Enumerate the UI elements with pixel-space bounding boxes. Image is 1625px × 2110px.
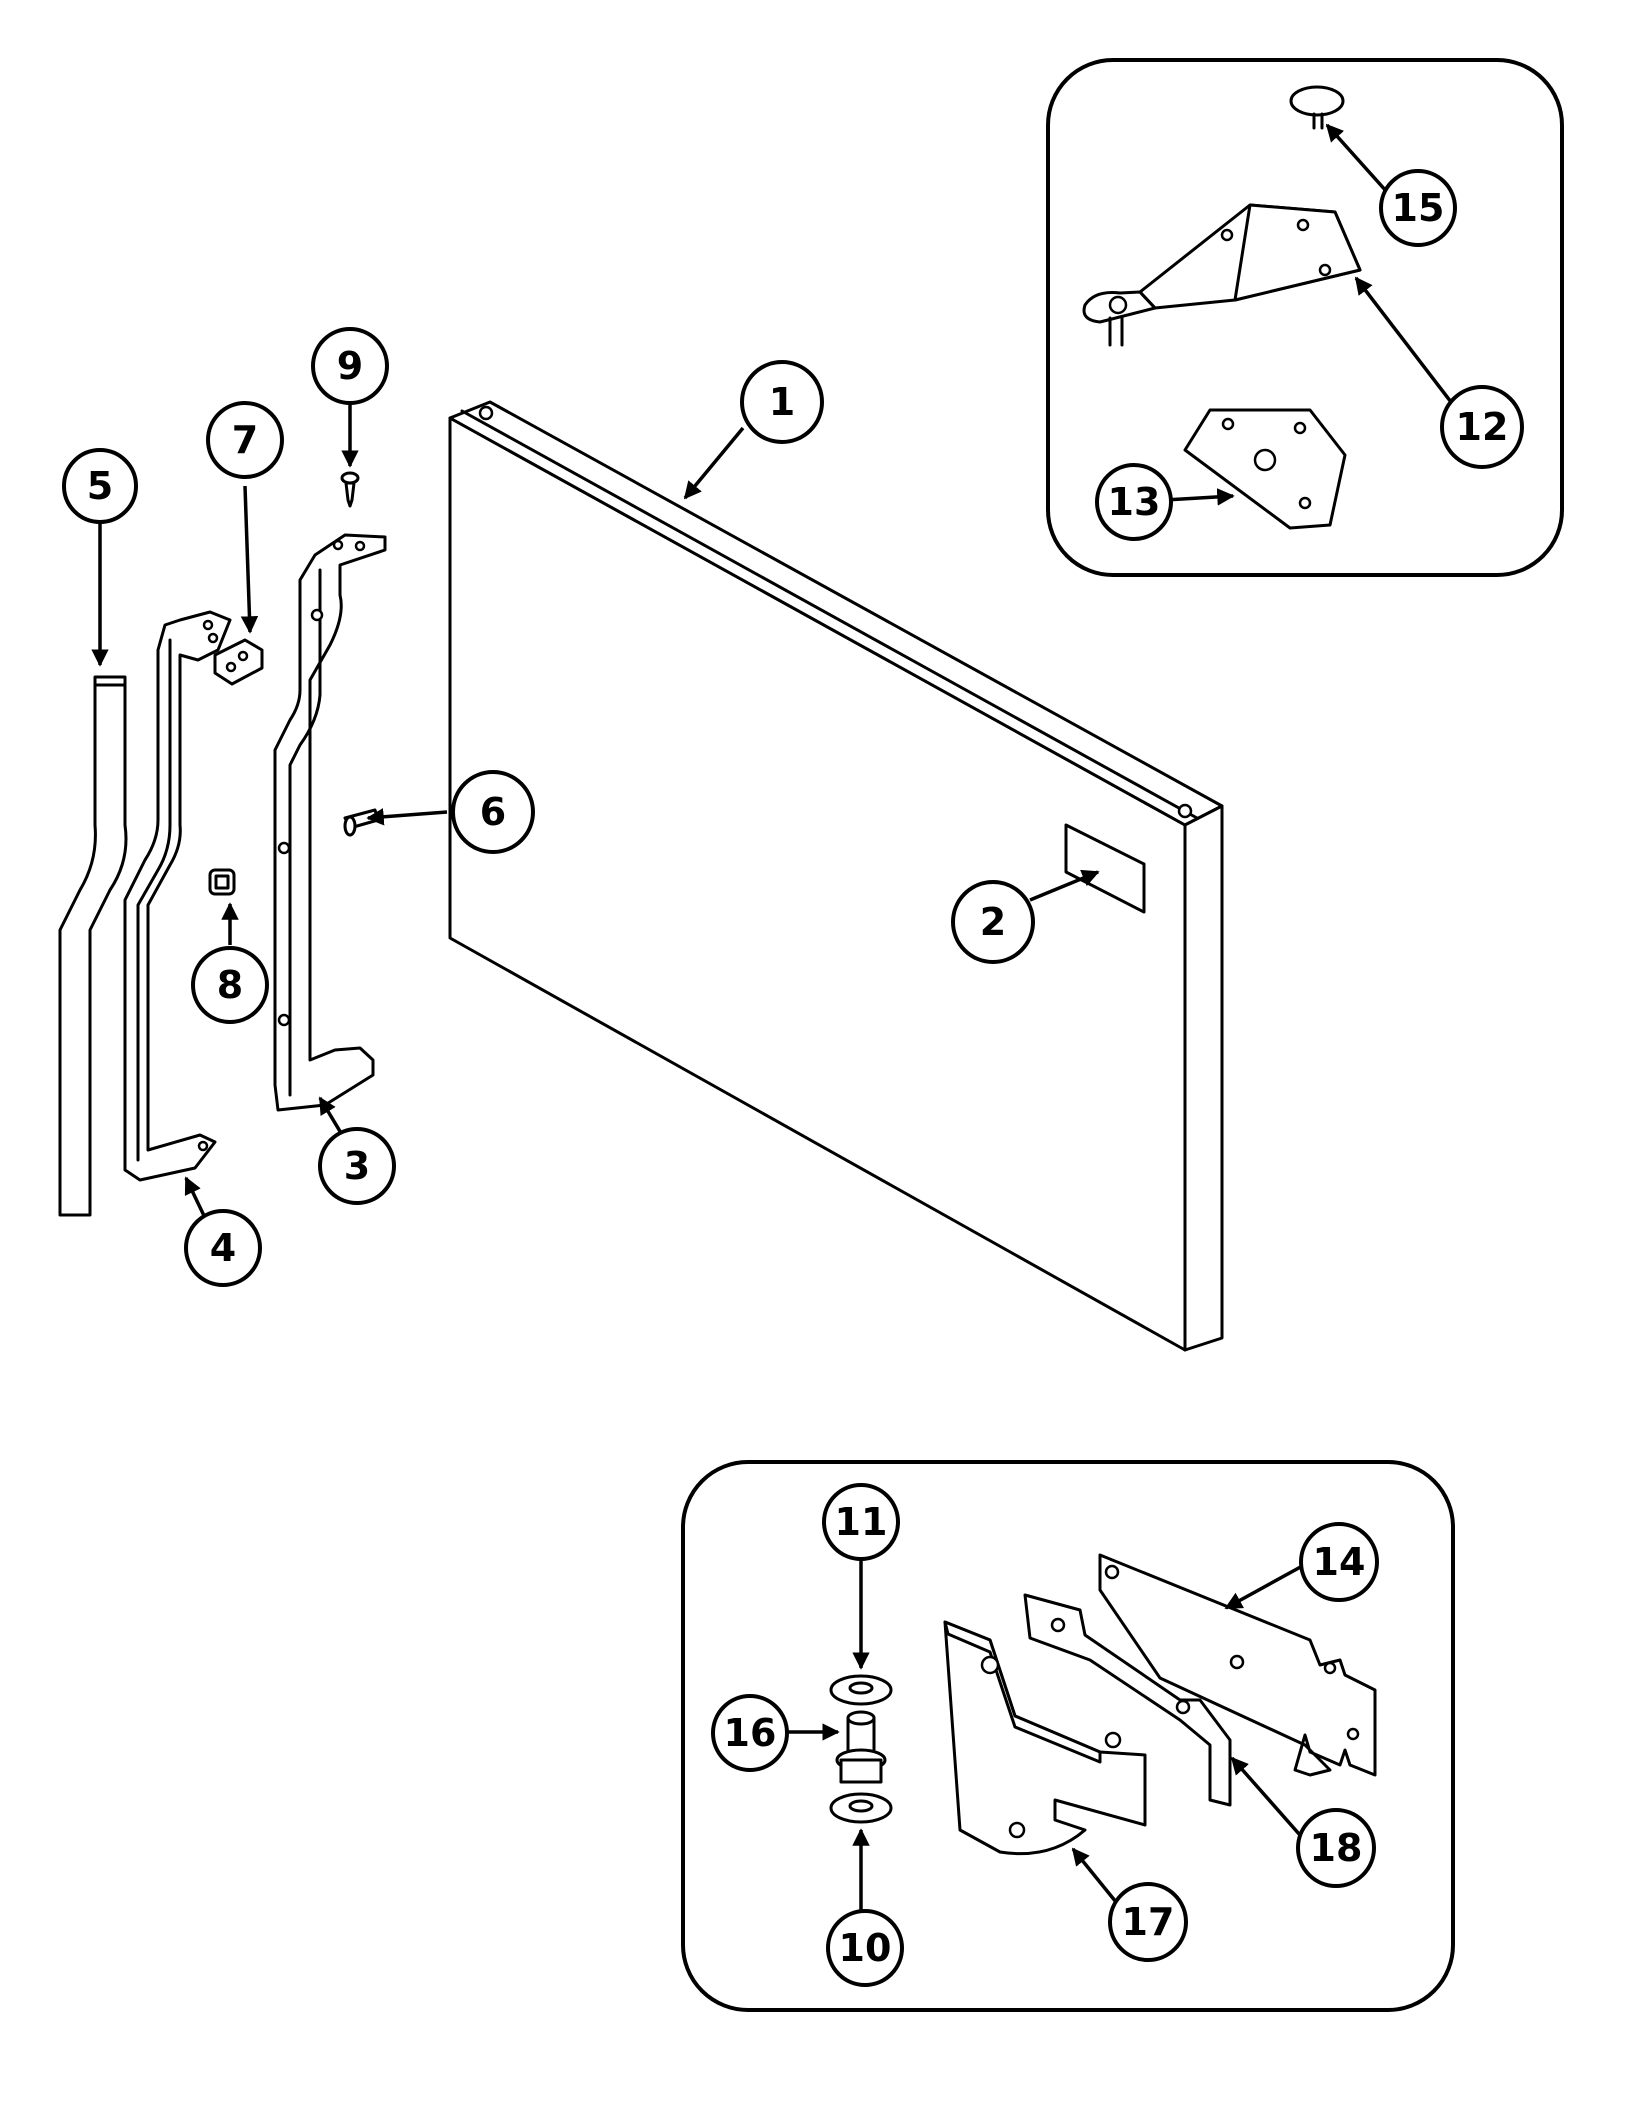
screw-9 [340, 471, 360, 508]
svg-text:7: 7 [232, 418, 258, 462]
lower-hinge-inset [681, 1460, 1455, 2012]
svg-text:9: 9 [337, 344, 363, 388]
svg-text:1: 1 [769, 380, 795, 424]
callout-12: 12 [1440, 385, 1524, 469]
callout-7: 7 [206, 401, 284, 479]
svg-text:2: 2 [980, 900, 1006, 944]
callout-8: 8 [191, 946, 269, 1024]
callout-13: 13 [1095, 463, 1173, 541]
leader-17 [1071, 1847, 1118, 1904]
callout-14: 14 [1299, 1522, 1379, 1602]
callout-3: 3 [318, 1127, 396, 1205]
callout-15: 15 [1379, 169, 1457, 247]
hinge-shim-7 [213, 638, 264, 686]
svg-text:12: 12 [1456, 405, 1509, 449]
door-panel [448, 400, 1224, 1352]
leader-13 [1164, 488, 1235, 506]
door-stop-8 [208, 868, 236, 896]
callout-16: 16 [711, 1694, 789, 1772]
screw-6 [343, 808, 380, 837]
svg-text:18: 18 [1310, 1826, 1363, 1870]
svg-text:15: 15 [1392, 186, 1445, 230]
leader-6 [366, 808, 448, 826]
svg-text:5: 5 [87, 464, 113, 508]
svg-text:11: 11 [835, 1500, 888, 1544]
callout-2: 2 [951, 880, 1035, 964]
svg-text:8: 8 [217, 963, 243, 1007]
callout-6: 6 [451, 770, 535, 854]
svg-text:14: 14 [1313, 1540, 1366, 1584]
leader-lines [91, 123, 1453, 1915]
label-plate [1064, 823, 1146, 914]
callout-5: 5 [62, 448, 138, 524]
hinge-bracket-3 [273, 533, 387, 1112]
svg-text:6: 6 [480, 790, 506, 834]
callout-11: 11 [822, 1483, 900, 1561]
leader-7 [240, 485, 259, 634]
svg-text:16: 16 [724, 1711, 777, 1755]
callout-9: 9 [311, 327, 389, 405]
leader-12 [1354, 276, 1453, 404]
callout-4: 4 [184, 1209, 262, 1287]
svg-text:13: 13 [1108, 480, 1161, 524]
callout-1: 1 [740, 360, 824, 444]
trim-strip [58, 675, 128, 1217]
callout-10: 10 [826, 1909, 904, 1987]
leader-15 [1325, 123, 1389, 194]
svg-text:10: 10 [839, 1926, 892, 1970]
leader-14 [1224, 1562, 1307, 1610]
callout-18: 18 [1296, 1808, 1376, 1888]
callout-17: 17 [1108, 1882, 1188, 1962]
leader-2 [1029, 869, 1100, 902]
svg-text:17: 17 [1122, 1900, 1175, 1944]
hinge-bracket-4 [123, 610, 232, 1182]
svg-text:3: 3 [344, 1144, 370, 1188]
svg-text:4: 4 [210, 1226, 236, 1270]
leader-1 [683, 426, 745, 500]
leader-18 [1230, 1756, 1309, 1845]
